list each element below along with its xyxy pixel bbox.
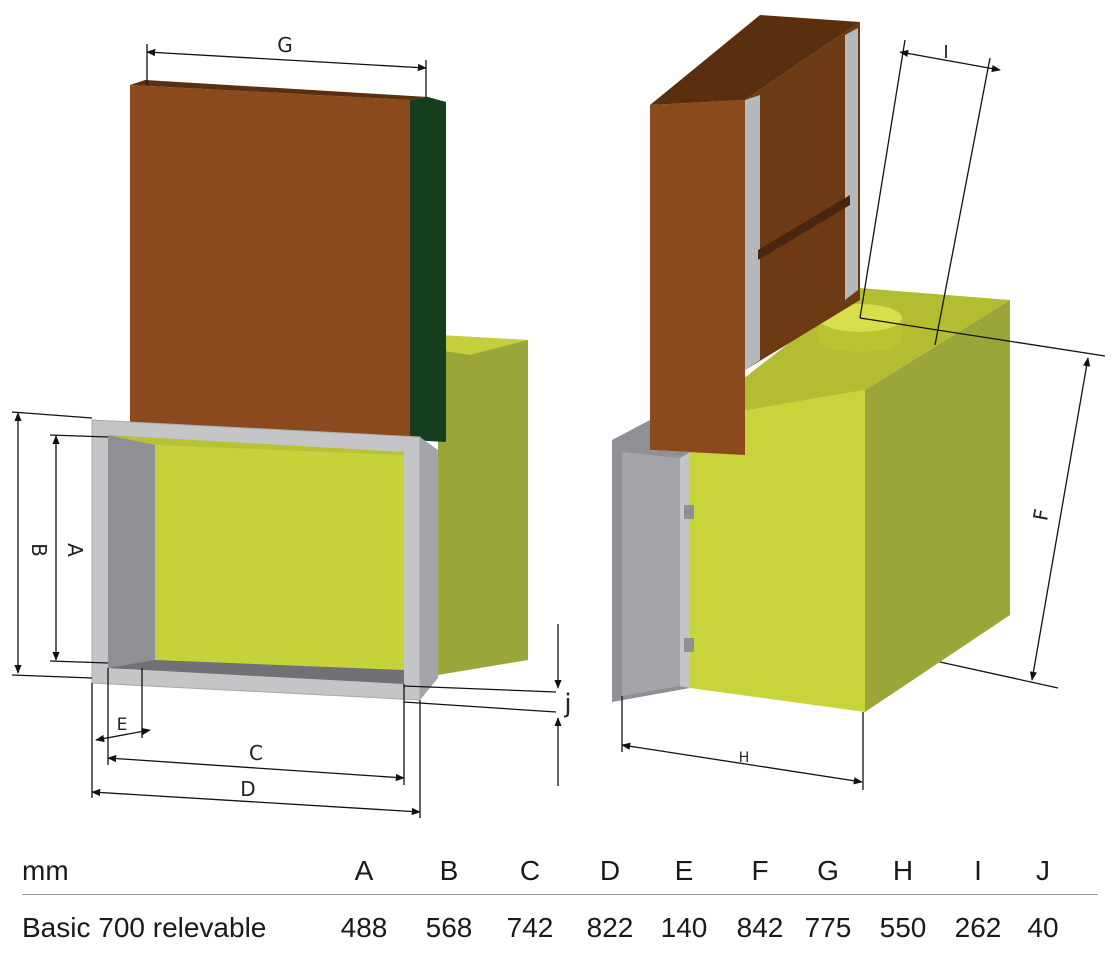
column-header-b: B bbox=[439, 855, 459, 886]
side-view-labels: I F H bbox=[739, 42, 1054, 766]
hood-shelf bbox=[758, 195, 850, 260]
hood-right-rail bbox=[845, 28, 858, 300]
side-view-dimensions bbox=[621, 39, 1106, 790]
label-e: E bbox=[117, 715, 128, 735]
hood-front-board bbox=[650, 100, 745, 455]
label-f: F bbox=[1028, 507, 1054, 523]
front-view-labels: G B A E C D j bbox=[27, 33, 572, 801]
value-a: 488 bbox=[340, 912, 388, 943]
firebox-side-panel bbox=[438, 335, 528, 675]
value-j: 40 bbox=[1027, 912, 1059, 943]
firebox-front-face bbox=[690, 390, 865, 712]
product-diagram: G B A E C D j I F bbox=[11, 15, 1106, 818]
door-edge bbox=[680, 452, 690, 688]
label-i: I bbox=[943, 42, 948, 63]
value-f: 842 bbox=[736, 912, 784, 943]
hood-front-face bbox=[130, 85, 410, 440]
value-e: 140 bbox=[660, 912, 708, 943]
firebox-right-side bbox=[865, 300, 1010, 712]
opening-left-wall bbox=[108, 435, 155, 668]
opening-floor bbox=[108, 660, 404, 684]
hood-top-face bbox=[130, 80, 428, 100]
firebox-top-face bbox=[438, 335, 528, 355]
column-header-i: I bbox=[974, 855, 982, 886]
hinge-top bbox=[684, 505, 694, 519]
row-name: Basic 700 relevable bbox=[22, 912, 267, 943]
column-header-d: D bbox=[599, 855, 621, 886]
opening-back-face bbox=[155, 445, 404, 676]
label-j: j bbox=[563, 689, 571, 719]
table-header-row: mm A B C D E F G H I J bbox=[22, 848, 1098, 894]
hinge-bottom bbox=[684, 638, 694, 652]
label-a: A bbox=[63, 543, 87, 557]
value-g: 775 bbox=[804, 912, 852, 943]
column-header-j: J bbox=[1036, 855, 1050, 886]
label-b: B bbox=[27, 543, 51, 557]
hood-top-edge bbox=[650, 15, 860, 105]
frame-right-edge bbox=[420, 437, 438, 700]
table-divider bbox=[22, 894, 1098, 895]
side-view bbox=[612, 15, 1010, 712]
front-view-dimensions bbox=[11, 44, 562, 818]
hood-panel-back bbox=[745, 22, 860, 370]
hood-left-rail bbox=[745, 95, 760, 370]
column-header-a: A bbox=[354, 855, 374, 886]
table-row: Basic 700 relevable 488 568 742 822 140 … bbox=[22, 905, 1098, 951]
column-header-e: E bbox=[674, 855, 694, 886]
value-c: 742 bbox=[506, 912, 554, 943]
table-unit-label: mm bbox=[22, 855, 69, 886]
value-h: 550 bbox=[879, 912, 927, 943]
dimensions-table: mm A B C D E F G H I J Basic 700 relevab… bbox=[22, 848, 1098, 951]
value-d: 822 bbox=[586, 912, 634, 943]
front-view bbox=[91, 80, 528, 701]
value-i: 262 bbox=[954, 912, 1002, 943]
flue-collar-body bbox=[818, 318, 902, 352]
label-g: G bbox=[277, 33, 293, 57]
label-h: H bbox=[739, 750, 750, 766]
label-d: D bbox=[240, 777, 255, 801]
door-face bbox=[622, 452, 680, 696]
firebox-top bbox=[690, 288, 1010, 420]
column-header-g: G bbox=[817, 855, 839, 886]
column-header-c: C bbox=[519, 855, 541, 886]
hood-side-face bbox=[410, 97, 446, 442]
column-header-h: H bbox=[892, 855, 914, 886]
column-header-f: F bbox=[751, 855, 769, 886]
label-c: C bbox=[249, 741, 263, 765]
value-b: 568 bbox=[425, 912, 473, 943]
